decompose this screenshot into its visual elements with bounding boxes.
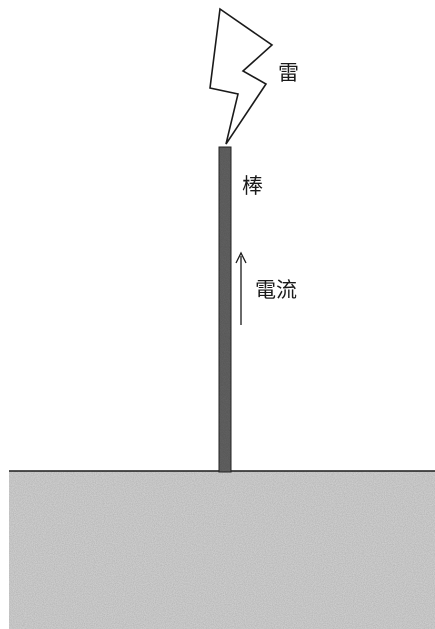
rod-label: 棒 — [242, 174, 263, 198]
ground — [9, 470, 435, 629]
current-arrow — [235, 251, 247, 325]
lightning-label: 雷 — [278, 61, 299, 85]
lightning-bolt-icon — [209, 7, 274, 145]
current-label: 電流 — [255, 278, 297, 302]
rod — [218, 146, 232, 473]
